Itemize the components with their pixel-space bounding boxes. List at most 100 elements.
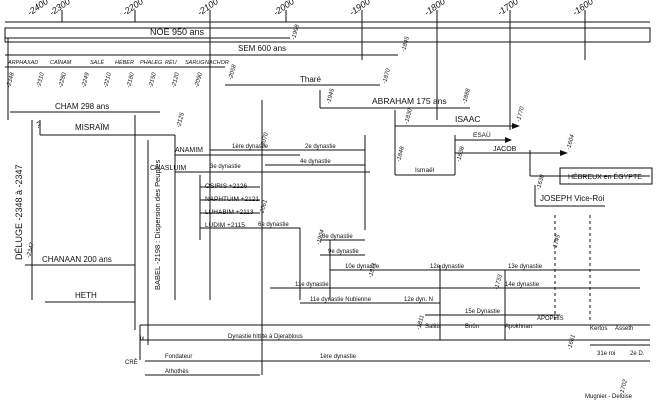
fondateur-label: Fondateur [165, 354, 192, 360]
hittite-label: Dynastie hittite à Djerablous [228, 334, 303, 340]
dynasty-12-label: 12e dyn. N [404, 297, 433, 303]
year-mark: -1838 [456, 146, 466, 163]
year-mark: -2150 [148, 72, 158, 89]
joseph-label: JOSEPH Vice-Roi [540, 194, 605, 203]
year-mark: -2070 [260, 132, 270, 149]
year-mark: -2280 [58, 72, 68, 89]
chasluim-label: CHASLUIM [150, 165, 186, 172]
dynasty-11n-label: 11e dynastie Nubienne [310, 297, 372, 303]
year-mark: -1770 [516, 106, 526, 123]
asseth-label: Asseth [615, 326, 633, 332]
year-mark: -2180 [126, 72, 136, 89]
year-mark: -1998 [291, 24, 301, 41]
year-mark: -2347 [26, 242, 36, 259]
kertos-label: Kertos [590, 326, 607, 332]
cham-label: CHAM 298 ans [55, 102, 109, 111]
year-mark: -1830 [404, 108, 414, 125]
misraim-label: MISRAÏM [75, 123, 110, 132]
bnon-label: Bnôn [465, 324, 479, 330]
year-mark: -1870 [382, 68, 392, 85]
isaac-label: ISAAC [455, 114, 481, 124]
d2short-label: 2e D. [630, 351, 645, 357]
dynasty-8-label: 8e dynastie [322, 234, 353, 240]
year-mark: -1888 [462, 88, 472, 105]
patriarch-label: SARUG [185, 60, 205, 66]
year-tick-label: -2400 [25, 0, 50, 18]
ludim-label: LUDIM +2115 [205, 222, 245, 229]
year-mark: -1848 [396, 146, 406, 163]
year-tick-label: -2300 [47, 0, 72, 18]
patriarch-label: HÉBER [115, 59, 134, 66]
osiris-label: OSIRIS +2126 [205, 183, 247, 190]
athothes-label: Athothès [165, 369, 189, 375]
year-mark: -2061 [259, 199, 269, 215]
apokhnan-label: Apokhnan [505, 324, 532, 330]
jacob-label: JACOB [493, 146, 517, 153]
dynasty-15-label: 15e Dynastie [465, 309, 501, 315]
noe-label: NOE 950 ans [150, 27, 205, 37]
year-mark: -2310 [36, 72, 46, 89]
babel-label: BABEL -2198 : Dispersion des Peuples [153, 160, 162, 290]
anamim-label: ANAMIM [175, 147, 203, 154]
dynasty-10-label: 10e dynastie [345, 264, 380, 270]
patriarch-label: PHALEG [140, 60, 163, 66]
dynasty-11-label: 11e dynastie [295, 282, 329, 288]
lineage-lines [5, 37, 650, 376]
year-mark: -1661 [567, 334, 577, 350]
year-mark: -1904 [316, 229, 326, 246]
year-mark: -1811 [416, 315, 426, 331]
year-tick-label: -1800 [422, 0, 447, 18]
year-mark: -2348 [6, 72, 16, 89]
esau-label: ESAÜ [473, 131, 491, 139]
year-mark: -2058 [228, 64, 238, 81]
thare-label: Tharé [300, 75, 321, 84]
dynasty-3-label: 3e dynastie [210, 164, 241, 170]
year-mark: -1945 [326, 88, 336, 105]
year-tick-label: -2100 [195, 0, 220, 18]
chanaan-label: CHANAAN 200 ans [42, 255, 112, 264]
question-label: ? [36, 120, 41, 130]
year-mark: -1871 [368, 262, 378, 278]
apophis-label: APOPHIS [537, 316, 564, 322]
ismael-label: Ismaël [415, 167, 435, 174]
year-mark: -1745 [552, 234, 562, 251]
year-mark: -2090 [194, 72, 204, 89]
dynasty-1-label: 1ère dynastie [232, 144, 269, 150]
dynasty-13-label: 13e dynastie [508, 264, 543, 270]
tree-connectors [7, 22, 586, 375]
ix-label: ix [140, 336, 144, 342]
patriarch-label: CAÏNAM [50, 59, 72, 66]
dynasty-4-label: 4e dynastie [300, 159, 331, 165]
dynasty-14-label: 14e dynastie [505, 282, 540, 288]
sem-label: SEM 600 ans [238, 44, 286, 53]
year-mark: -1604 [566, 134, 576, 151]
patriarch-label: RÉU [165, 59, 177, 66]
year-tick-label: -1600 [570, 0, 595, 18]
abraham-label: ABRAHAM 175 ans [372, 96, 447, 106]
patriarch-label: NACHOR [205, 60, 229, 66]
year-mark: -2120 [171, 72, 181, 89]
deluge-label: DÉLUGE -2348 à -2347 [14, 164, 24, 260]
crete-dynasty-label: 1ère dynastie [320, 354, 357, 360]
dynasty-2-label: 2e dynastie [305, 144, 336, 150]
patriarch-label: SALÉ [90, 59, 104, 66]
luhabim-label: LUHABIM +2113 [205, 209, 254, 216]
boxes [4, 27, 653, 185]
dashed-lines [554, 215, 591, 320]
patriarch-label: ARPHAXAD [7, 60, 38, 66]
naphtuim-label: NAPHTUIM +2121 [205, 196, 259, 203]
year-tick-label: -2200 [120, 0, 145, 18]
year-scale [5, 10, 650, 23]
year-mark: -2210 [103, 72, 113, 89]
year-mark: -1845 [401, 36, 411, 53]
year-tick-label: -2000 [271, 0, 296, 18]
dynasty-12b-label: 12e dynastie [430, 264, 465, 270]
year-mark: -1638 [536, 174, 546, 191]
year-tick-label: -1900 [347, 0, 372, 18]
year-mark: -2125 [176, 112, 186, 129]
dynasty-9-label: 9e dynastie [328, 249, 359, 255]
cre-label: CRÈ [125, 359, 138, 366]
roi31-label: 31e roi [597, 351, 615, 357]
salitis-label: Salitis [425, 324, 441, 330]
